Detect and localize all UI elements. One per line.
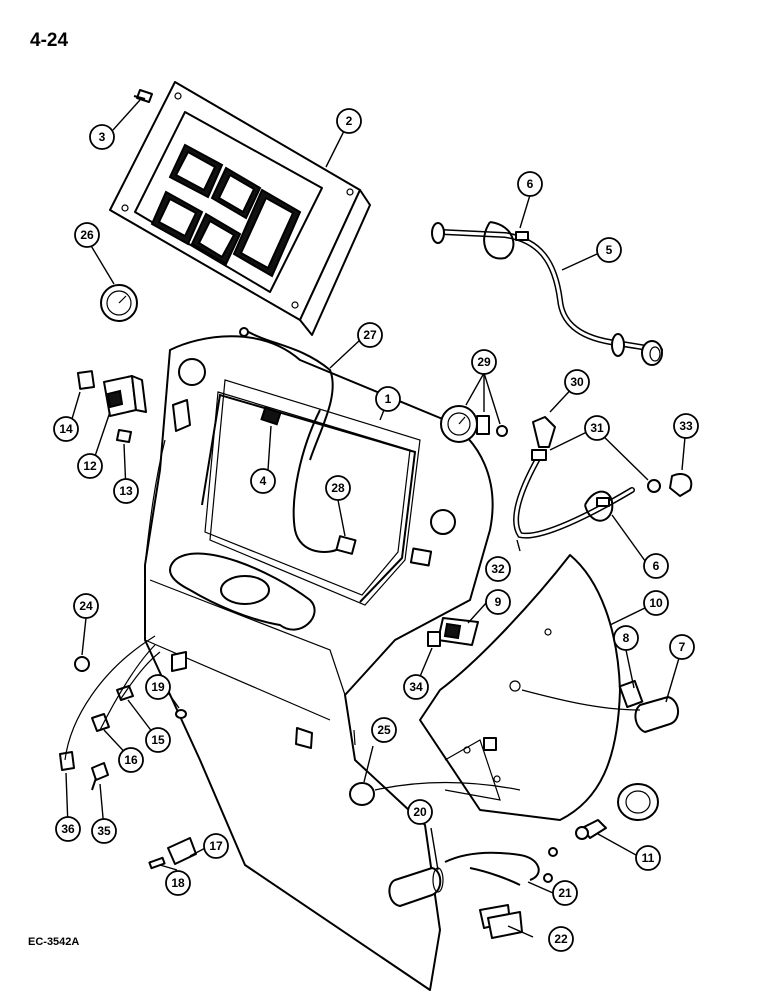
svg-text:29: 29 — [477, 355, 491, 369]
svg-text:20: 20 — [413, 805, 427, 819]
svg-text:1: 1 — [385, 392, 392, 406]
svg-text:36: 36 — [61, 822, 75, 836]
hose-part — [431, 221, 663, 366]
screw-part — [133, 89, 153, 103]
svg-text:34: 34 — [409, 680, 423, 694]
callout-18: 18 — [165, 870, 191, 896]
svg-text:21: 21 — [558, 886, 572, 900]
socket-part — [521, 679, 679, 733]
ignition-switch-part — [575, 783, 659, 840]
callout-6-lower: 6 — [643, 553, 669, 579]
callout-8: 8 — [613, 625, 639, 651]
callout-29: 29 — [471, 349, 497, 375]
gauge-part — [100, 284, 138, 322]
svg-text:25: 25 — [377, 723, 391, 737]
callout-1: 1 — [375, 386, 401, 412]
svg-text:30: 30 — [570, 375, 584, 389]
svg-text:5: 5 — [606, 243, 613, 257]
callout-28: 28 — [325, 475, 351, 501]
callout-5: 5 — [596, 237, 622, 263]
callout-4: 4 — [250, 468, 276, 494]
callout-24: 24 — [73, 593, 99, 619]
svg-text:8: 8 — [623, 631, 630, 645]
callout-17: 17 — [203, 833, 229, 859]
svg-text:11: 11 — [642, 851, 655, 865]
callout-33: 33 — [673, 413, 699, 439]
side-panel-part — [419, 554, 621, 821]
callout-20: 20 — [407, 799, 433, 825]
callout-2: 2 — [336, 108, 362, 134]
callout-14: 14 — [53, 416, 79, 442]
callout-10: 10 — [643, 590, 669, 616]
callout-30: 30 — [564, 369, 590, 395]
svg-text:9: 9 — [495, 595, 502, 609]
small-parts — [59, 635, 197, 870]
svg-text:6: 6 — [527, 177, 534, 191]
svg-text:33: 33 — [679, 419, 693, 433]
svg-text:13: 13 — [119, 484, 133, 498]
rocker-switch-part — [409, 547, 479, 647]
svg-text:18: 18 — [171, 876, 185, 890]
callout-15: 15 — [145, 727, 171, 753]
page-number: 4-24 — [30, 30, 69, 51]
callout-25: 25 — [371, 717, 397, 743]
callout-36: 36 — [55, 816, 81, 842]
callout-12: 12 — [77, 453, 103, 479]
callout-26: 26 — [74, 222, 100, 248]
svg-text:14: 14 — [59, 422, 73, 436]
svg-text:12: 12 — [83, 459, 97, 473]
svg-text:16: 16 — [124, 753, 138, 767]
svg-text:35: 35 — [97, 824, 111, 838]
svg-text:26: 26 — [80, 228, 94, 242]
lamp-wire-part — [239, 327, 334, 461]
dash-panel-part — [144, 335, 494, 991]
svg-text:4: 4 — [260, 474, 267, 488]
svg-text:22: 22 — [554, 932, 568, 946]
svg-text:19: 19 — [151, 680, 165, 694]
callout-7: 7 — [669, 634, 695, 660]
gauge-fitting-part — [440, 405, 508, 443]
callout-16: 16 — [118, 747, 144, 773]
callout-21: 21 — [552, 880, 578, 906]
bracket-part — [260, 406, 282, 426]
svg-text:6: 6 — [653, 559, 660, 573]
callout-3: 3 — [89, 124, 115, 150]
callout-13: 13 — [113, 478, 139, 504]
wire-connector-part — [292, 409, 357, 555]
instrument-cluster-part — [109, 81, 371, 336]
callout-9: 9 — [485, 589, 511, 615]
svg-text:17: 17 — [209, 839, 223, 853]
svg-text:28: 28 — [331, 481, 345, 495]
svg-text:7: 7 — [679, 640, 686, 654]
callout-31: 31 — [584, 415, 610, 441]
svg-text:32: 32 — [491, 562, 505, 576]
callout-27: 27 — [357, 322, 383, 348]
callout-35: 35 — [91, 818, 117, 844]
callout-34: 34 — [403, 674, 429, 700]
leader-lines — [65, 99, 687, 938]
lighter-harness-part — [349, 781, 558, 939]
svg-text:31: 31 — [590, 421, 604, 435]
svg-text:24: 24 — [79, 599, 93, 613]
callout-11: 11 — [635, 845, 661, 871]
svg-text:15: 15 — [151, 733, 165, 747]
svg-text:2: 2 — [346, 114, 353, 128]
callout-19: 19 — [145, 674, 171, 700]
switch-parts — [76, 370, 147, 443]
tube-fittings-part — [513, 416, 693, 539]
reference-code: EC-3542A — [28, 936, 80, 948]
svg-text:3: 3 — [99, 130, 106, 144]
callout-22: 22 — [548, 926, 574, 952]
callout-32: 32 — [485, 556, 511, 582]
svg-text:27: 27 — [363, 328, 377, 342]
callout-6-upper: 6 — [517, 171, 543, 197]
svg-text:10: 10 — [649, 596, 663, 610]
